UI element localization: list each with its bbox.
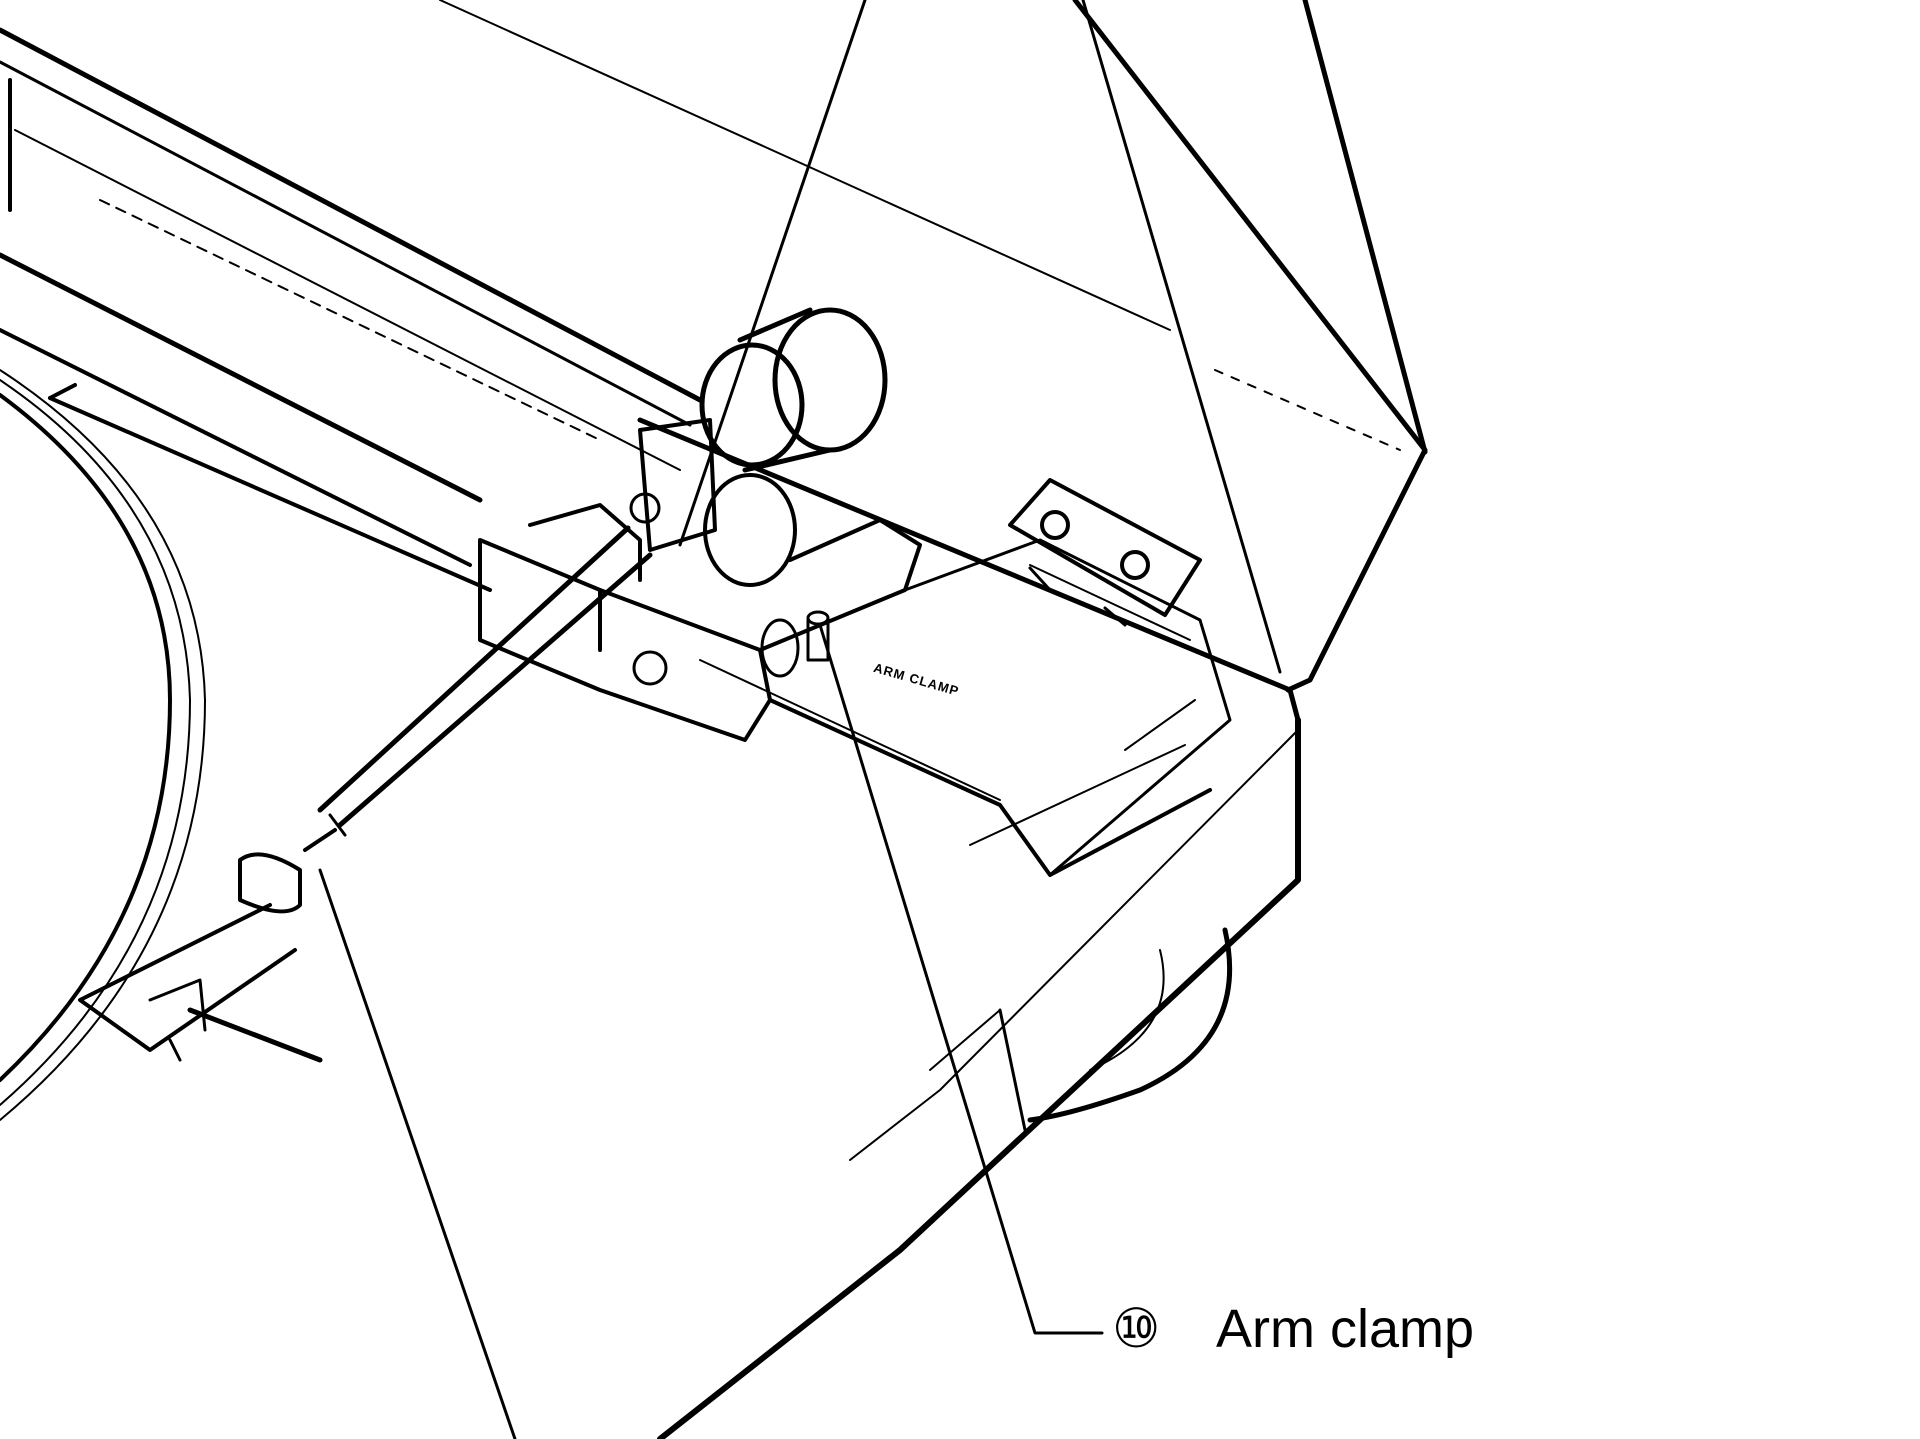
counterweight bbox=[629, 307, 888, 686]
dust-cover bbox=[439, 0, 1428, 693]
hinge-bracket bbox=[1008, 478, 1202, 627]
tonearm bbox=[303, 525, 653, 852]
callout-number: ⑩ bbox=[1112, 1299, 1161, 1359]
plinth bbox=[0, 27, 1301, 1439]
arm-clamp-post bbox=[760, 610, 830, 678]
callout-label-arm-clamp: Arm clamp bbox=[1216, 1299, 1475, 1359]
platter bbox=[0, 369, 206, 1121]
leader-lines bbox=[318, 0, 1104, 1439]
headshell bbox=[78, 852, 323, 1063]
